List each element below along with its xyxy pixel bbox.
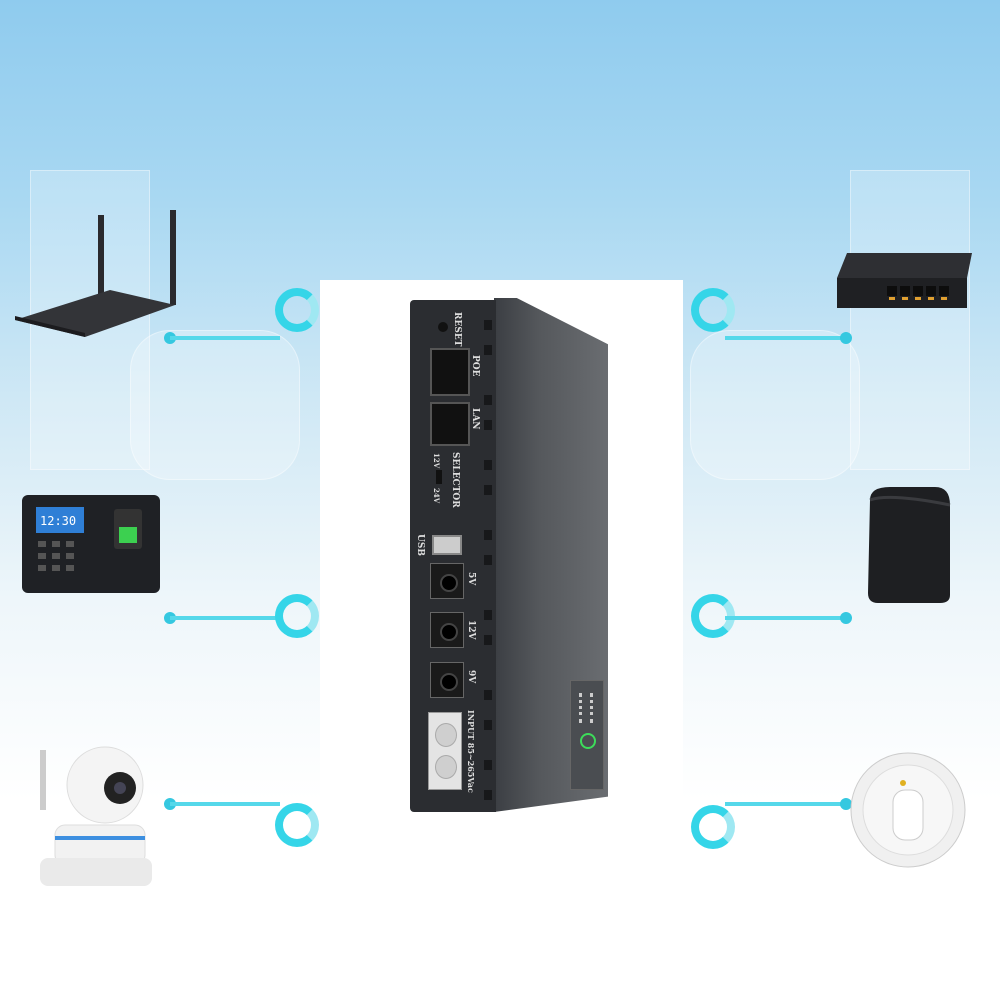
status-panel bbox=[570, 680, 604, 790]
selector-24v-label: 24V bbox=[432, 488, 441, 504]
dc-5v-jack[interactable] bbox=[430, 563, 464, 599]
usb-port[interactable] bbox=[432, 535, 462, 555]
battery-led-indicators bbox=[579, 693, 593, 723]
voltage-selector-switch[interactable] bbox=[436, 470, 442, 484]
poe-label: POE bbox=[470, 355, 480, 377]
selector-12v-label: 12V bbox=[432, 453, 441, 469]
background-chair bbox=[690, 330, 860, 480]
ip-camera-icon bbox=[40, 746, 152, 886]
12v-label: 12V bbox=[466, 620, 476, 640]
5v-label: 5V bbox=[466, 572, 476, 586]
dc-12v-jack[interactable] bbox=[430, 612, 464, 648]
reset-button[interactable] bbox=[438, 322, 448, 332]
modem-icon bbox=[868, 487, 951, 603]
reset-label: RESET bbox=[452, 312, 462, 347]
lan-port[interactable] bbox=[430, 402, 470, 446]
router-icon bbox=[15, 210, 176, 337]
usb-label: USB bbox=[415, 534, 425, 556]
poe-port[interactable] bbox=[430, 348, 470, 396]
9v-label: 9V bbox=[466, 670, 476, 684]
smoke-detector-icon bbox=[850, 752, 966, 868]
ac-input-socket[interactable] bbox=[428, 712, 462, 790]
background-chair bbox=[130, 330, 300, 480]
svg-text:12:30: 12:30 bbox=[40, 514, 76, 528]
power-button-icon[interactable] bbox=[580, 733, 596, 749]
lan-label: LAN bbox=[470, 408, 480, 430]
background-window bbox=[850, 170, 970, 470]
network-switch-icon bbox=[837, 253, 972, 308]
input-voltage-label: INPUT 85~265Vac bbox=[466, 710, 476, 793]
dc-9v-jack[interactable] bbox=[430, 662, 464, 698]
fingerprint-terminal-icon: 12:30 bbox=[22, 495, 160, 593]
selector-label: SELECTOR bbox=[450, 452, 460, 508]
